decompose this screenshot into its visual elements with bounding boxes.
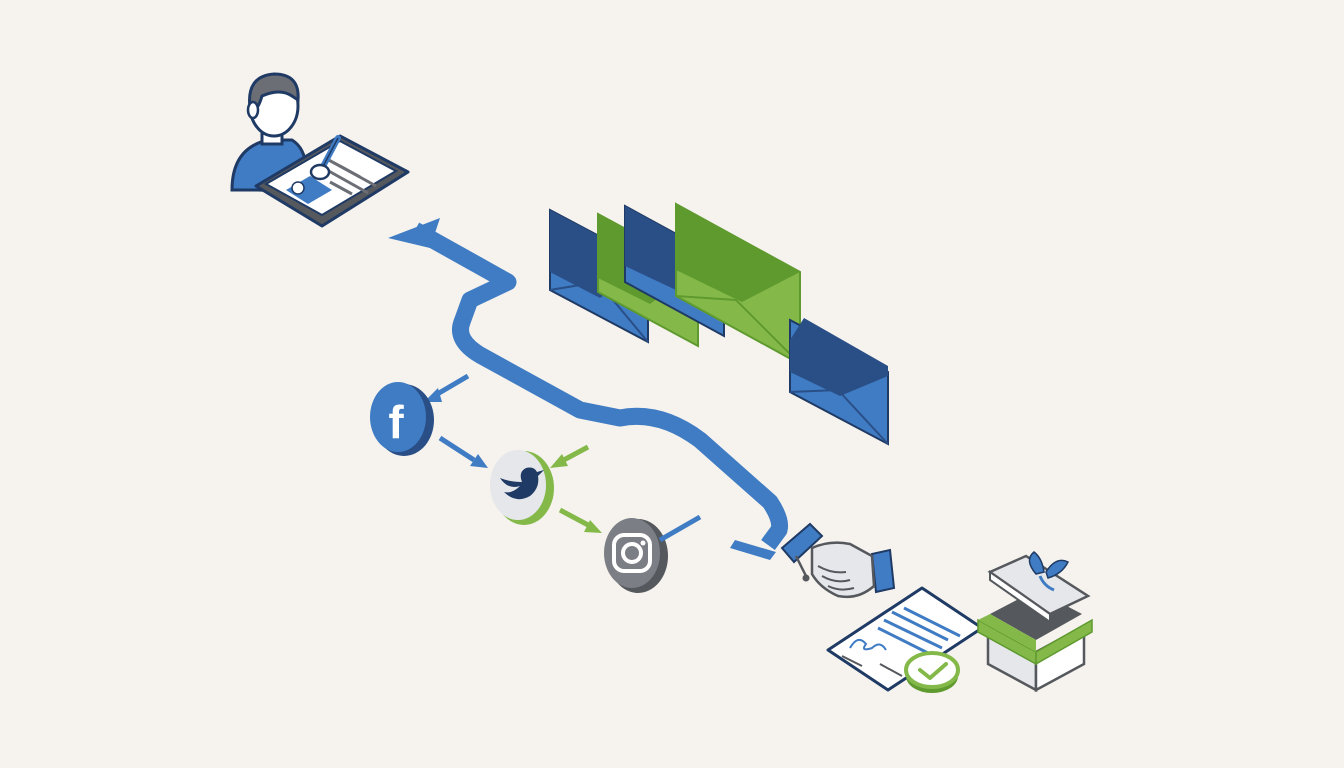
envelope-icon [789, 318, 889, 446]
handshake-icon [780, 522, 896, 599]
facebook-icon: f [370, 382, 434, 456]
check-badge-icon [904, 651, 960, 693]
open-gift-box-icon [977, 551, 1093, 693]
main-flow-path [388, 218, 789, 560]
facebook-letter: f [388, 396, 404, 448]
instagram-icon [604, 518, 668, 593]
email-campaign-stack [549, 202, 889, 446]
person-writing-on-tablet-icon [230, 72, 410, 228]
social-media-chain: f [370, 373, 702, 593]
tablet-device [254, 134, 410, 228]
main-flow-arrowhead [388, 218, 440, 248]
twitter-bird-icon [490, 450, 554, 525]
signed-contract-icon [826, 586, 984, 692]
